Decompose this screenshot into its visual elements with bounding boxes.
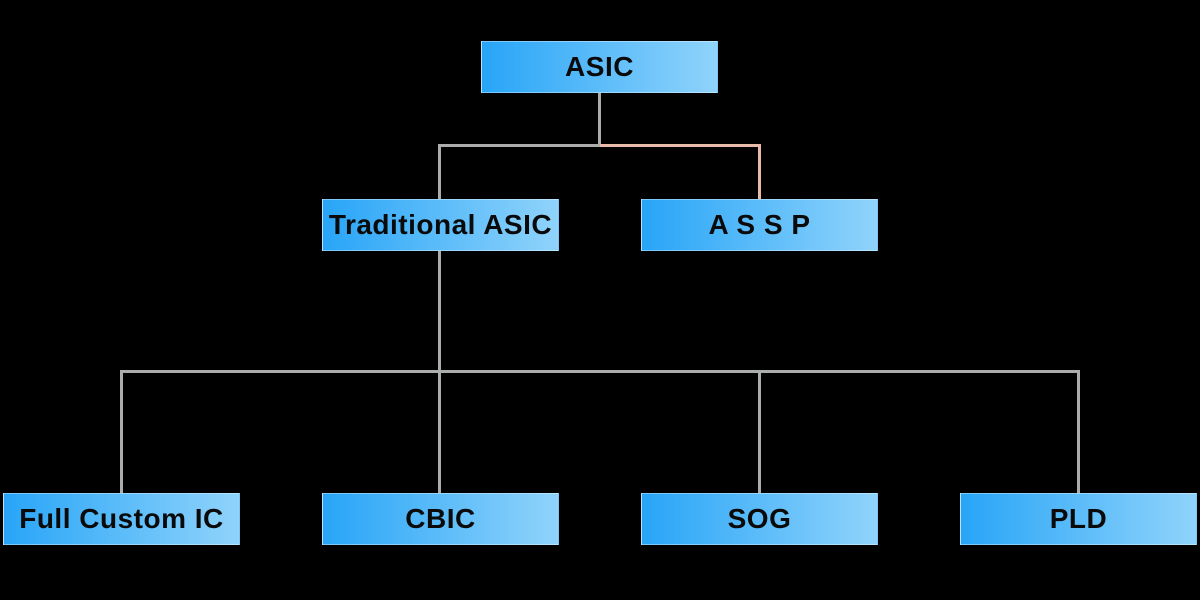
node-traditional-asic: Traditional ASIC [322, 199, 559, 251]
node-cbic: CBIC [322, 493, 559, 545]
connector-to-full-custom-ic [120, 370, 123, 493]
connector-asic-drop [598, 93, 601, 147]
node-asic: ASIC [481, 41, 718, 93]
connector-to-traditional-asic [438, 144, 441, 199]
node-assp: A S S P [641, 199, 878, 251]
connector-level2-right [600, 144, 761, 147]
connector-to-assp [758, 144, 761, 199]
node-pld: PLD [960, 493, 1197, 545]
connector-level2-left [439, 144, 600, 147]
node-sog: SOG [641, 493, 878, 545]
connector-level3-bus [120, 370, 1080, 373]
connector-to-sog [758, 370, 761, 493]
connector-to-pld [1077, 370, 1080, 493]
node-full-custom-ic: Full Custom IC [3, 493, 240, 545]
